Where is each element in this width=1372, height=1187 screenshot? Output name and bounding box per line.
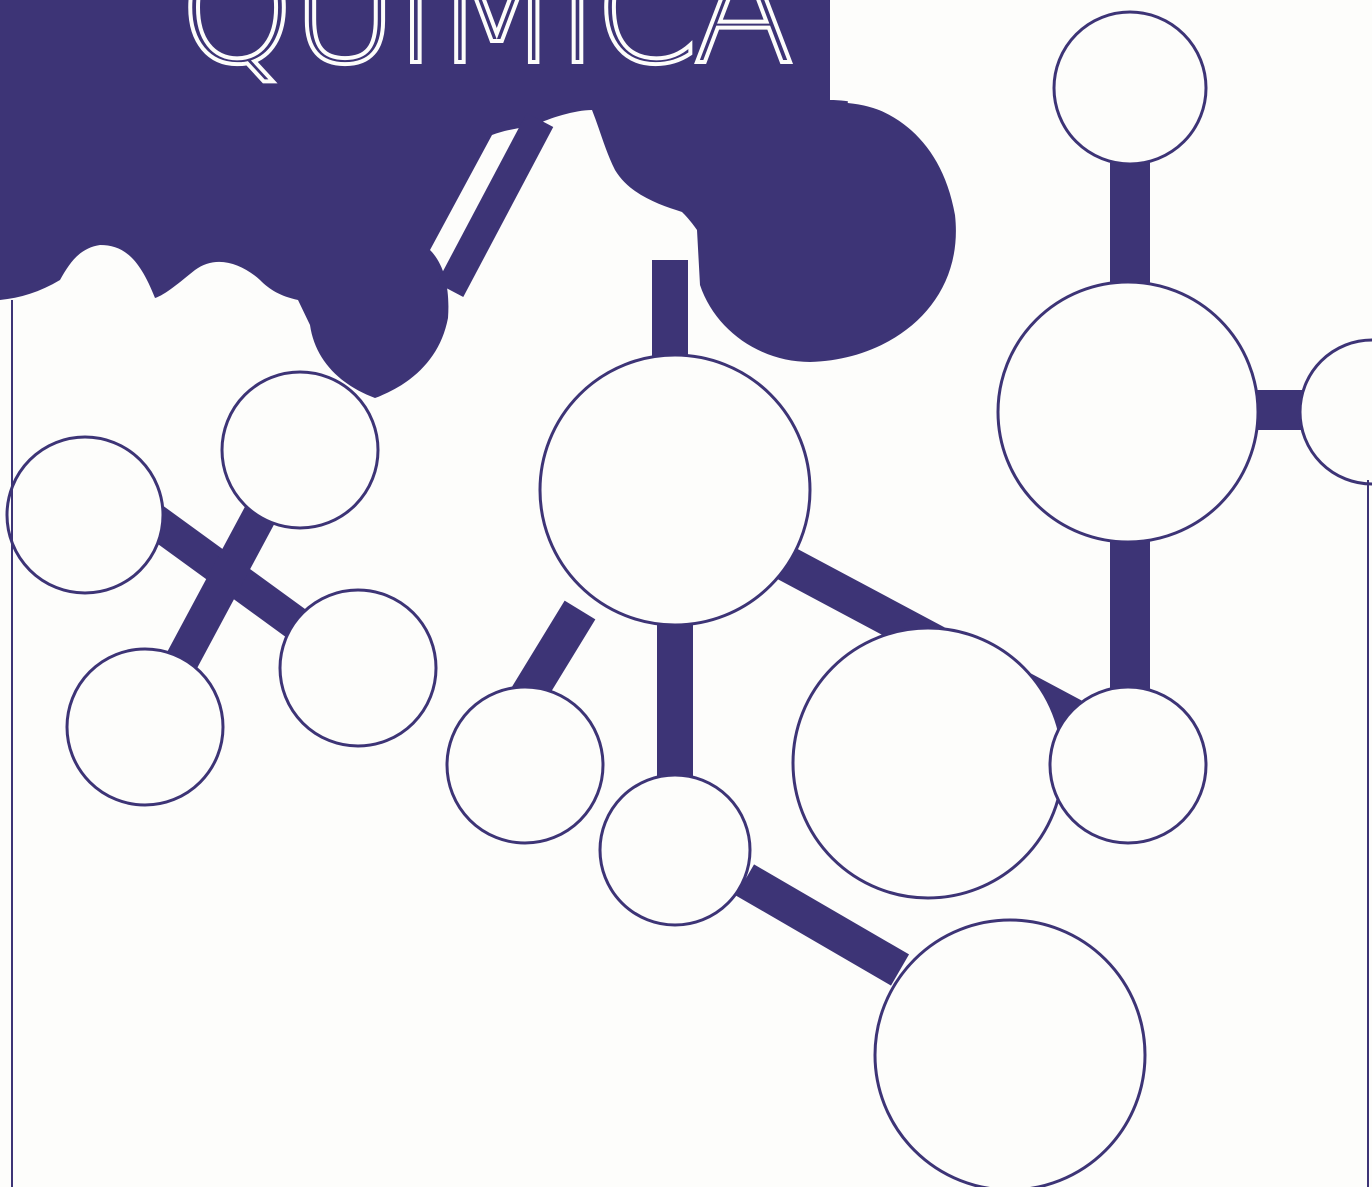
atom-circle: [445, 685, 605, 845]
atom-circle: [1048, 685, 1208, 845]
bond-line: [735, 864, 910, 986]
atom-circle: [873, 918, 1147, 1187]
atom-circle: [65, 647, 225, 807]
atom-circle: [538, 353, 812, 627]
ink-field: [0, 0, 969, 398]
ink-background-shape: [0, 0, 956, 398]
atom-circle: [220, 370, 380, 530]
atom-circle: [5, 435, 165, 595]
atom-circle: [1052, 10, 1208, 166]
atom-circle: [996, 280, 1260, 544]
atom-circle: [278, 588, 438, 748]
atom-circle: [598, 773, 752, 927]
molecule-outline-icon: [5, 10, 1372, 1187]
bond-line: [509, 600, 596, 710]
atom-circle: [791, 626, 1065, 900]
ink-inner-outline: [694, 97, 969, 376]
atom-circle: [1298, 338, 1372, 486]
bond-line: [436, 112, 554, 298]
cover-title: QUIMICA: [178, 0, 790, 98]
